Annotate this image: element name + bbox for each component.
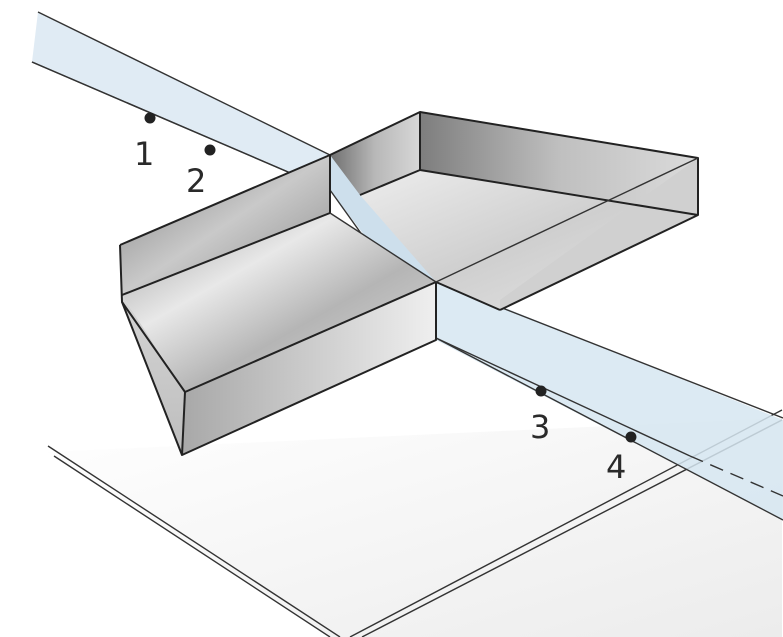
slab-left-top-face (122, 213, 436, 392)
slab-left-end (120, 245, 185, 455)
pin-1-label: 1 (134, 135, 154, 173)
slab-left-wall-top (120, 155, 330, 295)
pin-4-label: 4 (606, 448, 626, 486)
slab-front-face (182, 282, 436, 455)
pin-3-label: 3 (530, 408, 550, 446)
pin-1: 1 (134, 112, 156, 173)
pin-4-dot (625, 431, 637, 443)
pin-3: 3 (530, 385, 550, 446)
pin-4: 4 (606, 431, 637, 486)
pin-3-dot (535, 385, 547, 397)
pin-2-label: 2 (186, 162, 206, 200)
pin-2: 2 (186, 144, 216, 200)
glass-slab (119, 111, 699, 456)
beam-incident (32, 12, 330, 190)
slab-right-floor (360, 170, 698, 310)
pin-2-dot (204, 144, 216, 156)
slab-right-end (500, 158, 698, 310)
slab-back-wall (330, 112, 420, 195)
pin-1-dot (144, 112, 156, 124)
beam-emergent (436, 280, 783, 520)
slab-back-top-right (420, 112, 698, 215)
